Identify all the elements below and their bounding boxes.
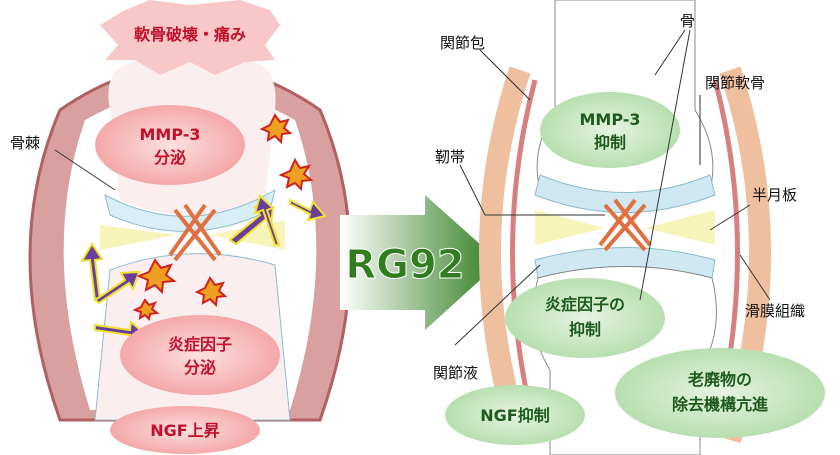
leader-lines [454, 29, 771, 346]
inflammation-secretion-bubble: 炎症因子 分泌 [120, 315, 280, 395]
svg-text:抑制: 抑制 [569, 320, 601, 339]
bone-label: 骨 [680, 12, 695, 30]
synovium-label: 滑膜組織 [745, 302, 805, 320]
meniscus-label: 半月板 [752, 186, 797, 204]
rg92-arrow: RG92 [340, 195, 500, 330]
inflammation-suppression-bubble: 炎症因子の 抑制 [505, 278, 665, 358]
svg-text:MMP-3: MMP-3 [139, 125, 200, 144]
ngf-suppression-bubble: NGF抑制 [445, 385, 585, 445]
cartilage-destruction-burst: 軟骨破壊・痛み [100, 0, 280, 75]
rg92-label: RG92 [345, 242, 464, 288]
joint-capsule-label: 関節包 [440, 34, 485, 52]
ligament-icon [598, 198, 652, 252]
healthy-joint: MMP-3 抑制 炎症因子の 抑制 NGF抑制 老廃物の 除去機構亢進 関節 [433, 0, 825, 455]
damaged-joint: 軟骨破壊・痛み MMP-3 分泌 炎症因子 分泌 NGF上昇 骨棘 [10, 0, 352, 454]
mmp3-secretion-bubble: MMP-3 分泌 [95, 105, 245, 185]
articular-cartilage-label: 関節軟骨 [705, 74, 765, 92]
svg-text:NGF上昇: NGF上昇 [150, 421, 219, 440]
ligament-icon [168, 203, 222, 262]
burst-icons [132, 113, 314, 322]
svg-text:NGF抑制: NGF抑制 [480, 406, 549, 425]
svg-text:老廃物の: 老廃物の [687, 370, 752, 389]
svg-text:分泌: 分泌 [154, 148, 186, 167]
svg-text:除去機構亢進: 除去機構亢進 [672, 395, 768, 414]
cartilage-destruction-label: 軟骨破壊・痛み [134, 25, 246, 44]
synovial-fluid-label: 関節液 [433, 364, 478, 382]
ngf-rise-bubble: NGF上昇 [110, 406, 260, 454]
svg-text:分泌: 分泌 [184, 358, 216, 377]
svg-text:炎症因子: 炎症因子 [168, 335, 232, 354]
svg-text:炎症因子の: 炎症因子の [545, 295, 625, 314]
osteophyte-label: 骨棘 [10, 134, 40, 152]
mmp3-suppression-bubble: MMP-3 抑制 [540, 92, 680, 168]
purple-arrows [80, 194, 327, 344]
svg-text:抑制: 抑制 [594, 133, 626, 152]
waste-removal-bubble: 老廃物の 除去機構亢進 [615, 348, 825, 438]
svg-text:MMP-3: MMP-3 [579, 110, 640, 129]
ligament-label: 靭帯 [435, 148, 465, 166]
